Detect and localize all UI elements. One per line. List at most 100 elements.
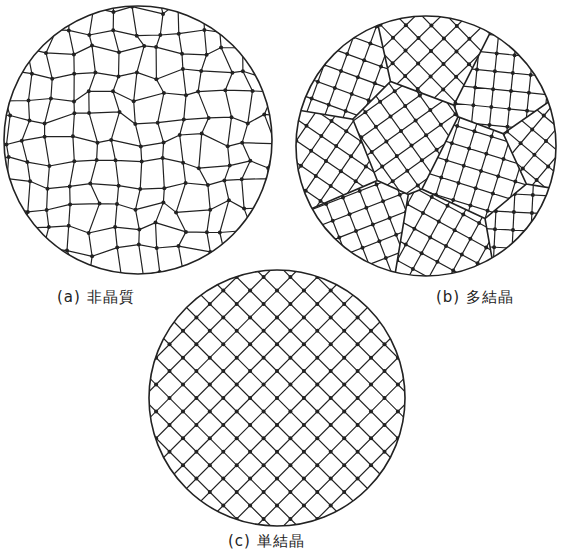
atom-dot (218, 231, 222, 235)
atom-dot (498, 191, 502, 195)
atom-dot (239, 186, 243, 190)
atom-dot (359, 92, 363, 96)
atom-dot (428, 100, 432, 104)
atom-dot (505, 76, 509, 80)
atom-dot (351, 186, 355, 190)
atom-dot (390, 95, 394, 99)
atom-dot (448, 27, 452, 31)
atom-dot (477, 231, 481, 235)
atom-dot (392, 315, 396, 319)
atom-dot (407, 25, 411, 29)
atom-dot (380, 112, 384, 116)
atom-dot (329, 184, 333, 188)
atom-dot (386, 5, 390, 9)
atom-dot (397, 340, 401, 344)
atom-dot (522, 85, 526, 89)
atom-dot (245, 169, 249, 173)
atom-dot (405, 151, 409, 155)
atom-dot (435, 250, 439, 254)
atom-dot (111, 89, 115, 93)
atom-dot (362, 359, 366, 363)
atom-dot (71, 134, 75, 138)
atom-dot (286, 24, 290, 28)
atom-dot (494, 101, 498, 105)
atom-dot (328, 249, 332, 253)
atom-dot (135, 34, 139, 38)
atom-dot (156, 98, 160, 102)
atom-dot (525, 202, 529, 206)
atom-dot (389, 188, 393, 192)
atom-dot (360, 75, 364, 79)
amorphous-network (0, 0, 298, 300)
atom-dot (274, 141, 278, 145)
atom-dot (364, 115, 368, 119)
atom-dot (230, 115, 234, 119)
atom-dot (261, 28, 265, 32)
atom-dot (273, 233, 277, 237)
atom-dot (550, 220, 554, 224)
atom-dot (328, 47, 332, 51)
atom-dot (441, 227, 445, 231)
atom-dot (358, 204, 362, 208)
atom-dot (479, 101, 483, 105)
atom-dot (314, 156, 318, 160)
atom-dot (154, 77, 158, 81)
atom-dot (296, 48, 300, 52)
atom-dot (267, 4, 271, 8)
atom-dot (527, 272, 531, 276)
atom-dot (236, 89, 240, 93)
atom-dot (287, 308, 291, 312)
atom-dot (280, 64, 284, 68)
atom-dot (279, 145, 283, 149)
atom-dot (185, 107, 189, 111)
atom-dot (487, 266, 491, 270)
atom-dot (522, 40, 526, 44)
atom-dot (396, 71, 400, 75)
atom-dot (502, 148, 506, 152)
atom-dot (253, 263, 257, 267)
atom-dot (140, 142, 144, 146)
atom-dot (397, 64, 401, 68)
atom-dot (446, 215, 450, 219)
atom-dot (556, 51, 560, 55)
atom-dot (395, 136, 399, 140)
atom-dot (247, 303, 251, 307)
atom-dot (421, 358, 425, 362)
atom-dot (435, 148, 439, 152)
atom-dot (211, 38, 215, 42)
atom-dot (227, 333, 231, 337)
atom-dot (345, 263, 349, 267)
atom-dot (376, 226, 380, 230)
atom-dot (442, 62, 446, 66)
atom-dot (414, 231, 418, 235)
atom-dot (557, 99, 561, 103)
atom-dot (254, 249, 258, 253)
atom-dot (491, 192, 495, 196)
atom-dot (441, 87, 445, 91)
atom-dot (439, 64, 443, 68)
atom-dot (402, 78, 406, 82)
atom-dot (301, 76, 305, 80)
atom-dot (219, 153, 223, 157)
atom-dot (440, 164, 444, 168)
atom-dot (491, 268, 495, 272)
atom-dot (332, 66, 336, 70)
atom-dot (552, 21, 556, 25)
atom-dot (234, 114, 238, 118)
atom-dot (333, 275, 337, 279)
atom-dot (466, 113, 470, 117)
atom-dot (256, 3, 260, 7)
atom-dot (417, 36, 421, 40)
atom-dot (68, 202, 72, 206)
atom-dot (361, 45, 365, 49)
atom-dot (444, 111, 448, 115)
atom-dot (381, 8, 385, 12)
atom-dot (560, 14, 562, 18)
atom-dot (158, 242, 162, 246)
atom-dot (292, 224, 296, 228)
atom-dot (289, 85, 293, 89)
atom-dot (358, 269, 362, 273)
atom-dot (365, 35, 369, 39)
atom-dot (454, 67, 458, 71)
atom-dot (298, 229, 302, 233)
